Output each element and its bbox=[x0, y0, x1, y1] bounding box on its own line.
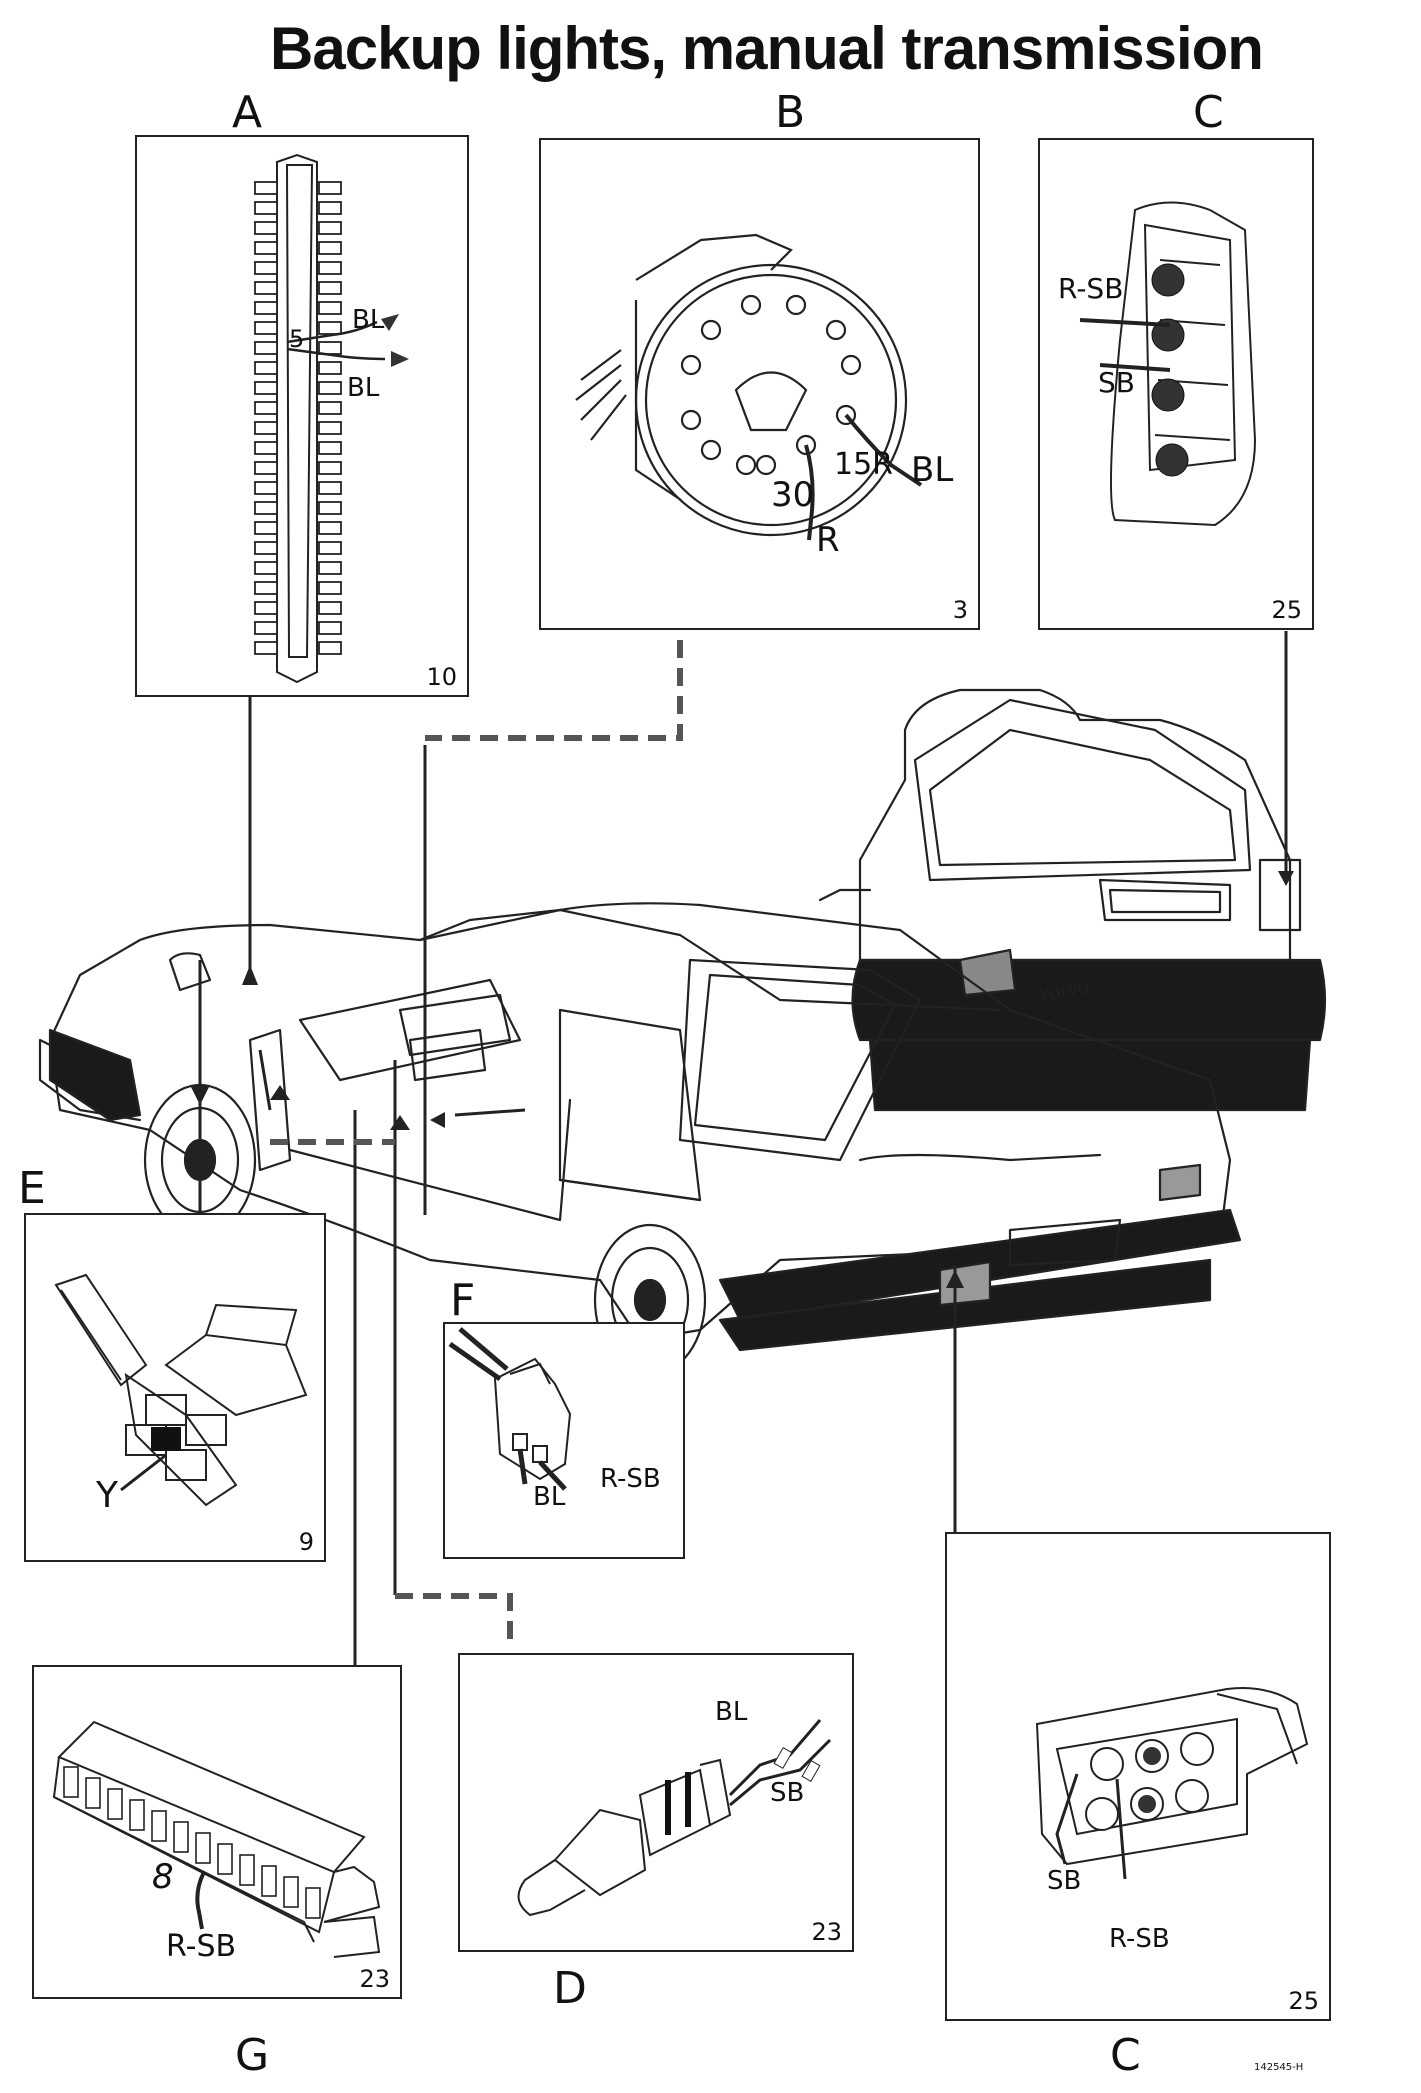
panel-g-letter: G bbox=[235, 2030, 270, 2081]
central-electrical-unit-icon bbox=[52, 1720, 381, 1958]
car-wagon-icon: VOLVO bbox=[818, 688, 1327, 1112]
connector-icon bbox=[448, 1327, 572, 1491]
pin-15r-label: 15R bbox=[834, 447, 894, 482]
wire-bl-label: BL bbox=[911, 450, 954, 490]
tail-lamp-icon bbox=[1079, 201, 1257, 527]
pin-30-label: 30 bbox=[771, 475, 815, 515]
fuse-number: 5 bbox=[289, 325, 305, 353]
tail-lamp-icon bbox=[1035, 1687, 1309, 1880]
page-number: 23 bbox=[811, 1918, 842, 1946]
panel-d: BL SB 23 bbox=[458, 1653, 854, 1952]
page-number: 25 bbox=[1288, 1987, 1319, 2015]
panel-d-letter: D bbox=[553, 1963, 587, 2014]
document-code: 142545-H bbox=[1254, 2062, 1304, 2073]
panel-c-bottom-letter: C bbox=[1110, 2030, 1141, 2081]
wire-sb-label: SB bbox=[1098, 366, 1135, 399]
wire-bl-label: BL bbox=[715, 1697, 748, 1727]
wire-sb-label: SB bbox=[1047, 1866, 1082, 1896]
page-title: Backup lights, manual transmission bbox=[270, 15, 1264, 82]
backup-light-switch-icon bbox=[517, 1719, 832, 1917]
relay-icon bbox=[54, 1273, 308, 1507]
page-number: 25 bbox=[1271, 596, 1302, 624]
panel-b: 15R BL 30 R 3 bbox=[539, 138, 980, 630]
wire-sb-label: SB bbox=[770, 1778, 805, 1808]
fuse-box-icon bbox=[254, 153, 409, 684]
panel-c-top: R-SB SB 25 bbox=[1038, 138, 1314, 630]
ignition-switch-icon bbox=[575, 233, 923, 541]
panel-f: BL R-SB bbox=[443, 1322, 685, 1559]
page-number: 9 bbox=[298, 1528, 314, 1556]
panel-c-bottom: SB R-SB 25 bbox=[945, 1532, 1331, 2021]
panel-b-letter: B bbox=[775, 87, 806, 138]
wire-out-label: BL bbox=[347, 373, 380, 403]
page-number: 10 bbox=[426, 663, 457, 691]
page-number: 23 bbox=[359, 1965, 390, 1993]
svg-text:VOLVO: VOLVO bbox=[1037, 981, 1090, 1004]
wire-bl-label: BL bbox=[533, 1482, 566, 1512]
wire-rsb-label: R-SB bbox=[166, 1929, 237, 1964]
page-number: 3 bbox=[952, 596, 968, 624]
wire-rsb-label: R-SB bbox=[1109, 1924, 1170, 1954]
panel-f-letter: F bbox=[450, 1275, 476, 1326]
wire-rsb-label: R-SB bbox=[1058, 272, 1124, 305]
panel-c-top-letter: C bbox=[1193, 87, 1224, 138]
panel-a: 5 BL BL 10 bbox=[135, 135, 469, 697]
wire-rsb-label: R-SB bbox=[600, 1464, 661, 1494]
panel-e-letter: E bbox=[18, 1163, 46, 1214]
panel-g: 8 R-SB 23 bbox=[32, 1665, 402, 1999]
panel-e: Y 9 bbox=[24, 1213, 326, 1562]
wire-in-label: BL bbox=[352, 305, 385, 335]
pin-8-label: 8 bbox=[152, 1857, 174, 1897]
panel-a-letter: A bbox=[232, 87, 263, 138]
relay-y-label: Y bbox=[96, 1475, 118, 1516]
wire-r-label: R bbox=[816, 520, 840, 560]
